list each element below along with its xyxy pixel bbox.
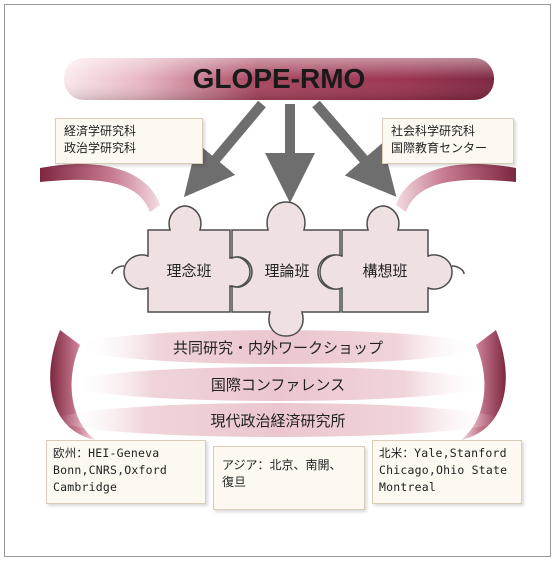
north-america-line-2: Chicago,Ohio State	[379, 463, 508, 477]
layer-label-2: 国際コンファレンス	[210, 376, 346, 394]
europe-line-2: Bonn,CNRS,Oxford	[53, 463, 167, 477]
right-org-line-2: 国際教育センター	[391, 141, 488, 155]
puzzle-group	[123, 201, 453, 337]
layer-label-1: 共同研究・内外ワークショップ	[172, 339, 383, 357]
layer-band-3	[58, 403, 498, 437]
puzzle-piece-1	[123, 205, 251, 313]
swirl-right-top	[396, 163, 516, 212]
north-america-box: 北米：Yale,Stanford Chicago,Ohio State Mont…	[372, 440, 522, 504]
puzzle-right-knob	[451, 265, 465, 275]
europe-line-3: Cambridge	[53, 480, 118, 494]
banner-title: GLOPE-RMO	[192, 63, 366, 94]
asia-line-1: アジア：北京、南開、	[222, 458, 342, 472]
right-org-line-1: 社会科学研究科	[391, 124, 476, 138]
arrow-left	[183, 100, 266, 198]
asia-line-2: 復旦	[222, 475, 247, 489]
asia-box: アジア：北京、南開、 復旦	[213, 446, 365, 510]
north-america-line-3: Montreal	[379, 480, 436, 494]
swirl-left-big	[50, 330, 95, 440]
diagram-frame	[4, 4, 551, 557]
puzzle-piece-2	[231, 201, 341, 337]
team-label-1: 理念班	[166, 262, 212, 280]
swirl-right-big	[461, 330, 506, 440]
right-org-box: 社会科学研究科 国際教育センター	[382, 118, 514, 164]
europe-box: 欧州：HEI-Geneva Bonn,CNRS,Oxford Cambridge	[46, 440, 206, 504]
left-org-line-2: 政治学研究科	[64, 141, 137, 155]
layer-label-3: 現代政治経済研究所	[210, 412, 346, 430]
team-label-3: 構想班	[362, 262, 408, 280]
left-org-box: 経済学研究科 政治学研究科	[55, 118, 203, 164]
swirl-left-top	[40, 163, 160, 212]
left-org-line-1: 経済学研究科	[64, 124, 137, 138]
layer-band-1	[78, 330, 478, 364]
team-label-2: 理論班	[264, 262, 310, 280]
layer-band-2	[68, 367, 488, 401]
arrow-right	[312, 100, 397, 197]
puzzle-piece-3	[319, 205, 453, 313]
europe-line-1: 欧州：HEI-Geneva	[53, 446, 160, 460]
puzzle-left-knob	[111, 265, 125, 275]
north-america-line-1: 北米：Yale,Stanford	[379, 446, 507, 460]
